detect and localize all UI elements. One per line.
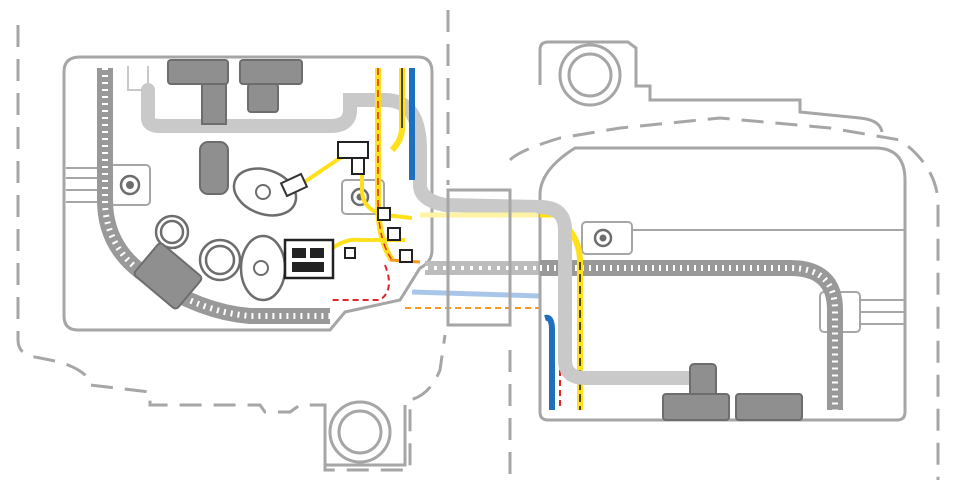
cable-bundle-left xyxy=(330,68,421,301)
valve-icon xyxy=(232,167,309,217)
left-top-cutout xyxy=(127,66,149,91)
upper-cylinder-mount xyxy=(558,43,622,107)
valve-icon xyxy=(239,234,287,302)
light-hose xyxy=(141,83,547,214)
pass-through-box xyxy=(446,188,512,327)
top-connector-blocks xyxy=(167,59,303,195)
right-outer-housing xyxy=(508,40,940,480)
mounting-bolt-icon xyxy=(593,228,613,248)
right-rail xyxy=(581,221,905,333)
regulator-block xyxy=(283,238,335,280)
pale-blue-line xyxy=(411,289,541,299)
lower-cylinder-mount xyxy=(323,400,407,467)
right-inner-housing xyxy=(538,146,907,422)
motor-block xyxy=(133,242,203,310)
light-hose-right xyxy=(533,200,707,385)
left-inner-housing xyxy=(62,55,434,332)
bottom-connector-blocks xyxy=(662,363,803,421)
mounting-bolt-icon xyxy=(119,174,141,196)
fitting-icon xyxy=(337,141,413,263)
cable-chain-icon xyxy=(540,260,843,410)
left-outer-housing xyxy=(16,10,450,472)
cylinder-bore xyxy=(154,214,242,282)
